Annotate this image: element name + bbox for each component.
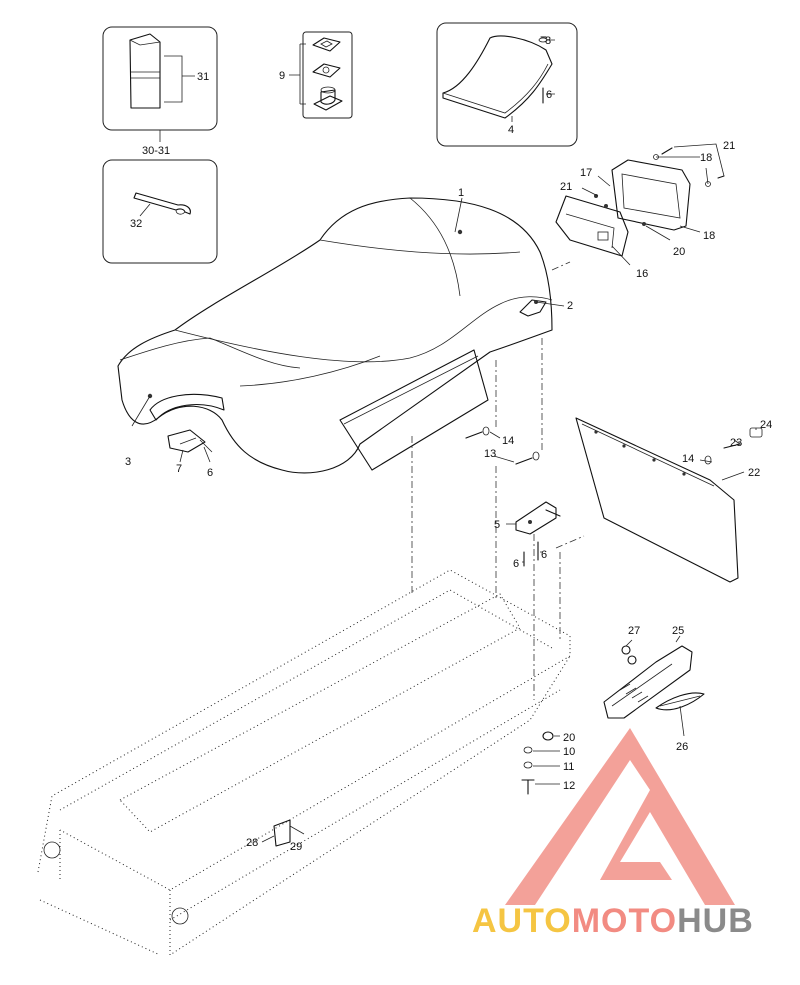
watermark-logo [505,728,735,905]
seat-fasteners [465,338,543,465]
inset-box-9 [289,31,353,119]
callout-14b: 14 [682,453,694,465]
callout-25: 25 [672,625,684,637]
callout-7: 7 [176,463,182,475]
watermark-text-moto: MOTO [572,902,677,940]
callout-20b: 20 [563,732,575,744]
callout-20a: 20 [673,246,685,258]
callout-32: 32 [130,218,142,230]
callout-6b: 6 [207,467,213,479]
seat-assembly [117,197,565,474]
callout-14a: 14 [502,435,514,447]
taillight-assembly [551,143,725,271]
watermark-text-hub: HUB [677,902,754,940]
callout-6c: 6 [513,558,519,570]
callout-18a: 18 [700,152,712,164]
callout-2: 2 [567,300,573,312]
watermark-text: AUTOMOTOHUB [472,902,754,940]
callout-21b: 21 [560,181,572,193]
inset-box-32 [102,159,218,264]
callout-8: 8 [545,35,551,47]
callout-3: 3 [125,456,131,468]
callout-10: 10 [563,746,575,758]
callout-9: 9 [279,70,285,82]
callout-17: 17 [580,167,592,179]
callout-12: 12 [563,780,575,792]
bracket-5 [506,501,561,700]
inset-box-30-31 [102,26,218,142]
callout-31: 31 [197,71,209,83]
side-handle [603,635,705,737]
chassis-tunnel [37,436,571,956]
callout-11: 11 [563,761,574,773]
callout-21a: 21 [723,140,735,152]
inset-box-4 [436,22,578,147]
lower-fasteners [521,731,560,795]
callout-29: 29 [290,841,302,853]
callout-4: 4 [508,124,514,136]
callout-24: 24 [760,419,772,431]
callout-26: 26 [676,741,688,753]
callout-23: 23 [730,437,742,449]
callout-27: 27 [628,625,640,637]
callout-5: 5 [494,519,500,531]
mud-flap [555,417,763,640]
callout-6a: 6 [546,89,552,101]
callout-1: 1 [458,187,464,199]
watermark-triangle-emblem [505,728,735,905]
watermark-text-auto: AUTO [472,902,572,940]
callout-28: 28 [246,837,258,849]
callout-16: 16 [636,268,648,280]
callout-6d: 6 [541,549,547,561]
callout-30-31: 30-31 [142,145,170,157]
callout-13: 13 [484,448,496,460]
callout-18b: 18 [703,230,715,242]
callout-22: 22 [748,467,760,479]
